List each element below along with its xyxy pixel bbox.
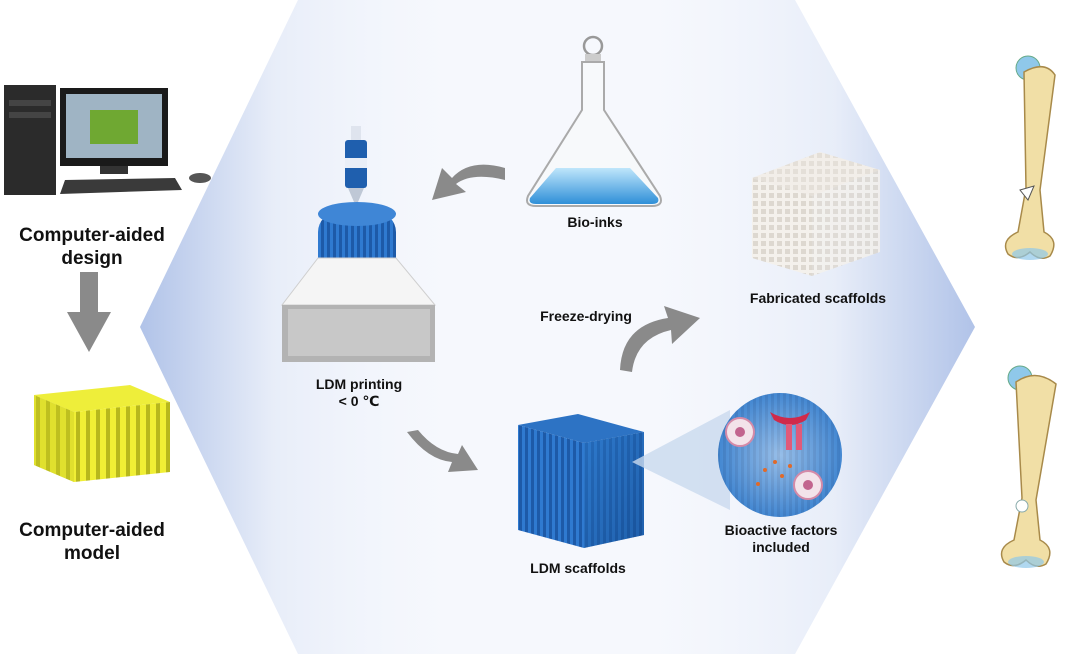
- computer-icon: [4, 85, 211, 195]
- freeze-drying-label: Freeze-drying: [540, 308, 632, 324]
- white-scaffold-icon: [752, 152, 880, 276]
- cold-stage-icon: [280, 257, 437, 362]
- cam-label-line2: model: [64, 543, 120, 564]
- blue-cube-icon: [518, 414, 644, 548]
- ldm-printing-label: LDM printing < 0 ℃: [300, 376, 418, 410]
- fabricated-scaffolds-label: Fabricated scaffolds: [749, 290, 887, 306]
- zoom-callout: [632, 393, 842, 517]
- cad-label-line2: design: [61, 248, 123, 269]
- femur-fractured-icon: [1004, 55, 1056, 260]
- bio-inks-label: Bio-inks: [567, 214, 623, 230]
- nozzle-icon: [345, 126, 367, 202]
- arrow-freeze-drying: [620, 306, 700, 372]
- cam-label: Computer-aided model: [10, 519, 174, 565]
- down-arrow-icon: [67, 272, 111, 352]
- femur-healed-icon: [1000, 365, 1057, 568]
- bioactive-line2: included: [752, 539, 810, 555]
- bioactive-label: Bioactive factors included: [700, 522, 862, 556]
- yellow-model-icon: [34, 385, 170, 482]
- cad-label: Computer-aided design: [10, 224, 174, 270]
- cam-label-line1: Computer-aided: [19, 520, 165, 541]
- ldm-printing-line2: < 0 ℃: [338, 393, 380, 409]
- ldm-printing-line1: LDM printing: [315, 376, 403, 392]
- bioactive-line1: Bioactive factors: [724, 522, 838, 538]
- cad-label-line1: Computer-aided: [19, 225, 165, 246]
- flask-icon: [526, 35, 662, 207]
- ldm-scaffolds-label: LDM scaffolds: [530, 560, 626, 576]
- arrow-flask-to-printer: [432, 164, 505, 200]
- arrow-printer-to-scaffold: [407, 430, 478, 472]
